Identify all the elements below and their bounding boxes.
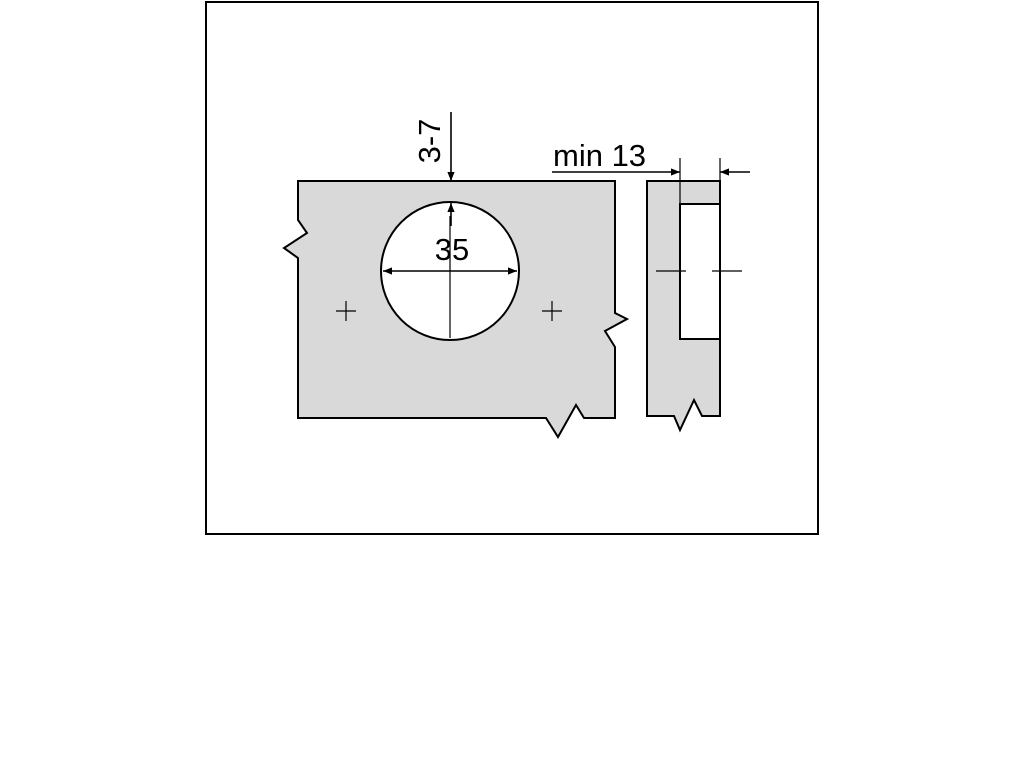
edge-distance-label: 3-7 (412, 119, 447, 164)
min-thickness-label: min 13 (553, 138, 646, 173)
diagram-frame (205, 1, 819, 535)
left-screw-mark (336, 301, 356, 321)
right-screw-mark (542, 301, 562, 321)
diameter-label: 35 (435, 232, 469, 267)
